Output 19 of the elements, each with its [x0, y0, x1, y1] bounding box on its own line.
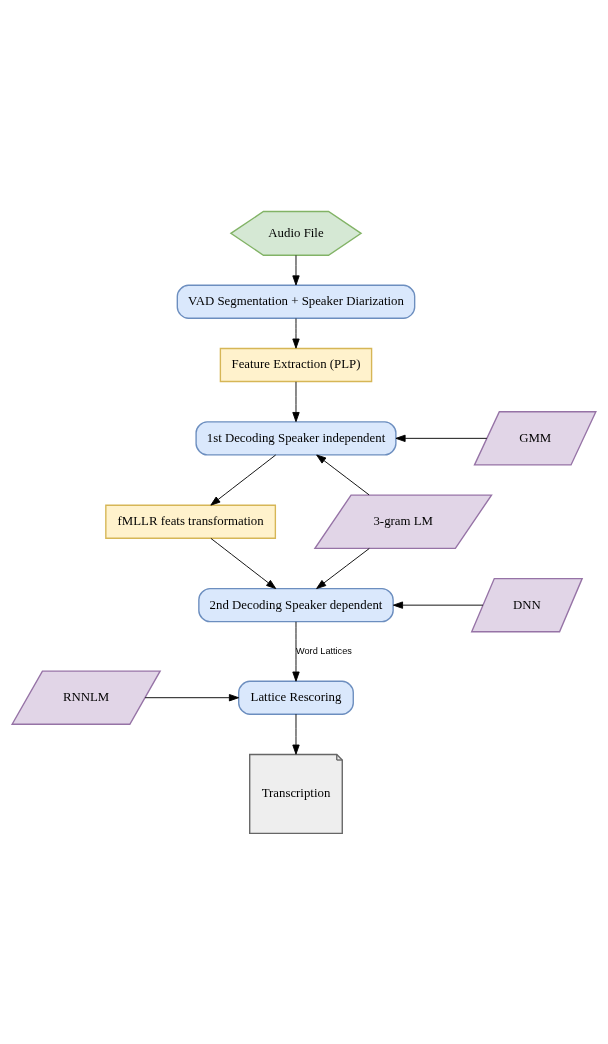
arrow [292, 713, 300, 755]
arrow [316, 454, 370, 495]
arrow [292, 380, 300, 422]
arrow [292, 254, 300, 285]
node-box: Lattice Rescoring [238, 680, 354, 715]
arrow [392, 601, 484, 609]
arrow [395, 434, 488, 442]
arrow [316, 547, 370, 589]
node-box: Feature Extraction (PLP) [219, 347, 373, 382]
node-box: 2nd Decoding Speaker dependent [198, 587, 394, 622]
arrow [144, 693, 239, 701]
node-box: 1st Decoding Speaker independent [195, 420, 397, 456]
node-box: fMLLR feats transformation [105, 504, 277, 539]
arrow [210, 454, 277, 506]
arrow [210, 537, 277, 589]
edge-label: Word Lattices [296, 645, 352, 656]
arrow [292, 620, 300, 682]
arrow [292, 317, 300, 349]
node-box: VAD Segmentation + Speaker Diarization [176, 284, 416, 319]
